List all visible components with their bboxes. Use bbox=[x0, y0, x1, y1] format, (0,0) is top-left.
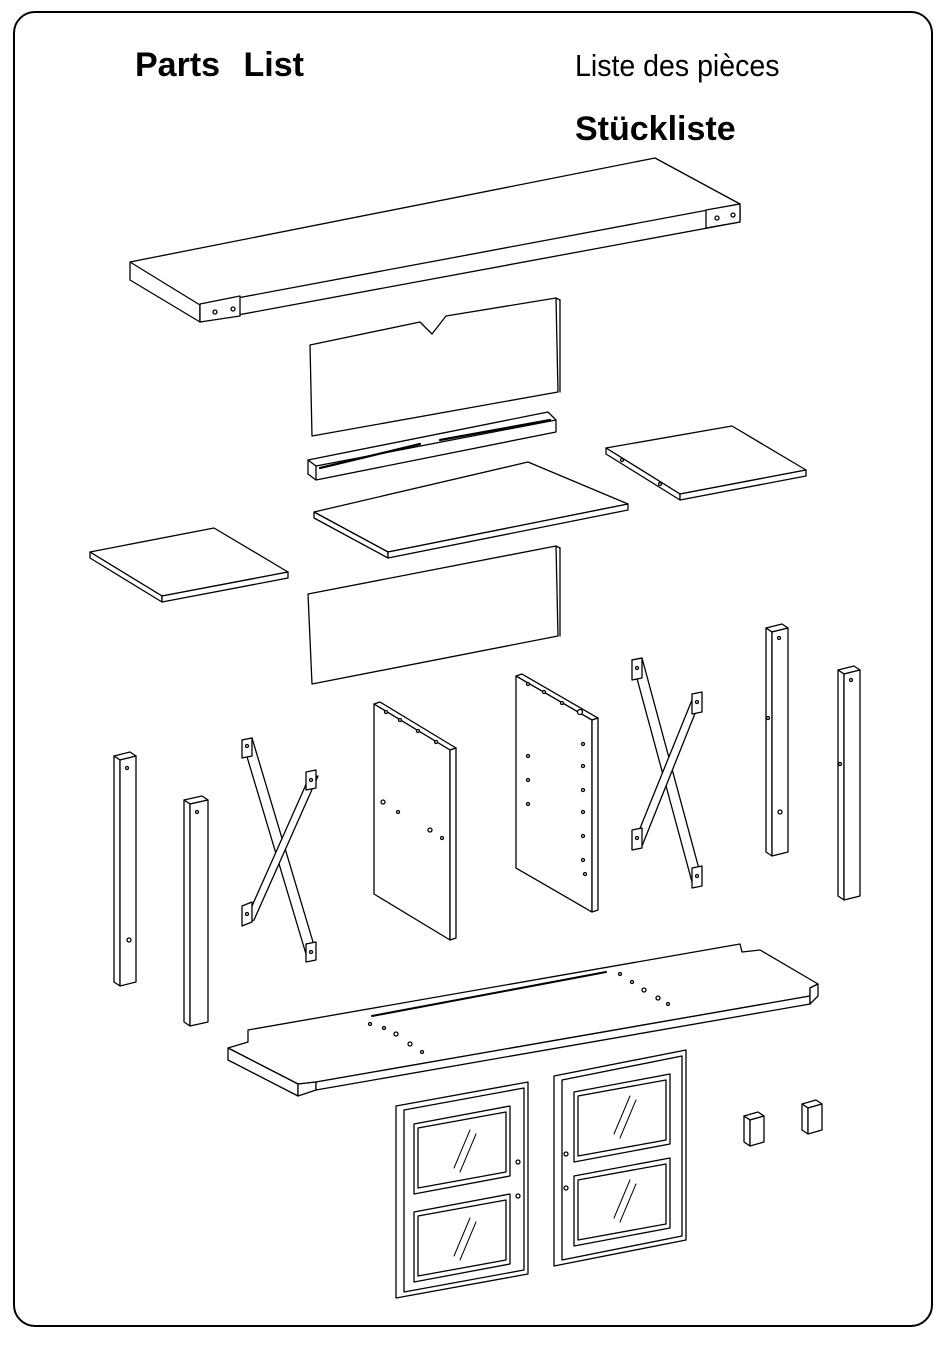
foot-1 bbox=[744, 1112, 764, 1146]
left-glass-door bbox=[396, 1082, 528, 1298]
left-shelf bbox=[90, 528, 288, 602]
right-glass-door bbox=[554, 1050, 686, 1266]
foot-2 bbox=[802, 1100, 822, 1134]
back-panel-lower bbox=[308, 546, 560, 684]
right-x-brace bbox=[632, 658, 702, 888]
right-divider-panel bbox=[516, 674, 598, 912]
middle-shelf bbox=[314, 462, 628, 558]
left-divider-panel bbox=[374, 702, 456, 940]
bottom-panel bbox=[228, 944, 818, 1096]
right-leg-2 bbox=[838, 666, 860, 900]
left-leg-1 bbox=[114, 752, 136, 986]
right-shelf bbox=[606, 426, 806, 500]
top-panel bbox=[130, 158, 740, 322]
left-x-brace bbox=[242, 738, 318, 962]
left-leg-2 bbox=[184, 796, 208, 1026]
back-panel-upper bbox=[310, 298, 560, 436]
right-leg-1 bbox=[766, 624, 788, 856]
